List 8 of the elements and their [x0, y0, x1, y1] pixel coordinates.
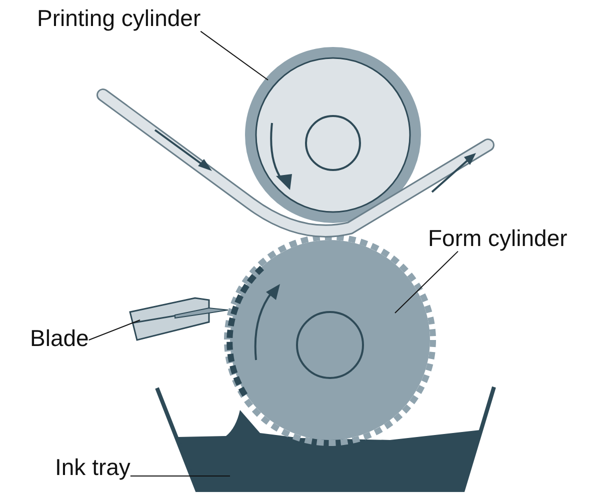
leader-line [394, 250, 458, 314]
part-label: Blade [30, 326, 89, 352]
part-label: Printing cylinder [37, 6, 201, 32]
part-label: Ink tray [55, 455, 130, 480]
leader-line [200, 30, 268, 80]
leader-line [88, 320, 140, 340]
ink-tray-drawing [154, 384, 498, 492]
part-label: Form cylinder [428, 226, 568, 252]
